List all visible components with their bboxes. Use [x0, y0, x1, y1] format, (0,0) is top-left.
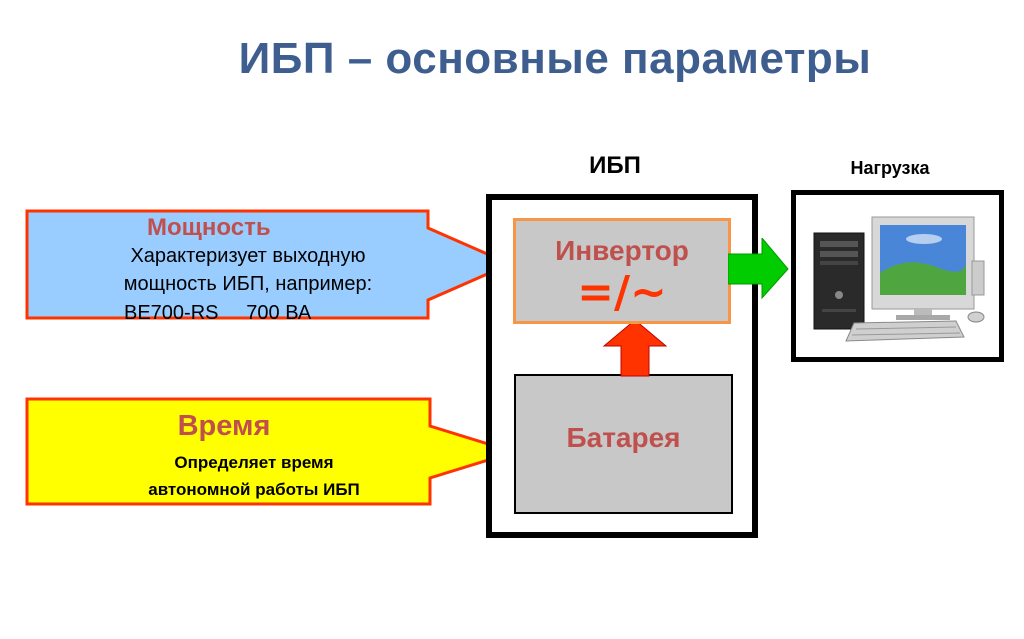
inverter-block: Инвертор =/~ — [513, 218, 731, 324]
power-arrow-shape — [25, 209, 514, 320]
power-description: Характеризует выходную мощность ИБП, нап… — [80, 242, 416, 298]
battery-block: Батарея — [514, 374, 733, 514]
time-arrow-box: Время Определяет время автономной работы… — [24, 396, 520, 510]
power-line-1: Характеризует выходную — [130, 245, 366, 267]
inverter-label: Инвертор — [555, 235, 689, 266]
power-model: BE700-RS 700 ВА — [124, 302, 312, 324]
time-description: Определяет время автономной работы ИБП — [84, 449, 424, 503]
load-label: Нагрузка — [850, 158, 930, 178]
ups-label: ИБП — [589, 152, 641, 179]
slide-title: ИБП – основные параметры — [238, 34, 872, 83]
power-heading: Мощность — [147, 214, 271, 241]
power-line-2: мощность ИБП, например: — [123, 273, 373, 295]
time-line-2: автономной работы ИБП — [148, 480, 360, 499]
battery-to-inverter-arrow — [602, 319, 668, 377]
output-arrow — [728, 238, 789, 300]
load-box — [791, 190, 1004, 362]
desktop-computer-icon — [813, 216, 985, 342]
dc-ac-symbol: =/~ — [577, 267, 667, 318]
time-heading: Время — [177, 410, 271, 442]
battery-label: Батарея — [566, 422, 681, 453]
power-arrow-box: Мощность Характеризует выходную мощность… — [24, 208, 514, 324]
time-arrow-shape — [25, 397, 520, 506]
time-line-1: Определяет время — [174, 453, 334, 472]
